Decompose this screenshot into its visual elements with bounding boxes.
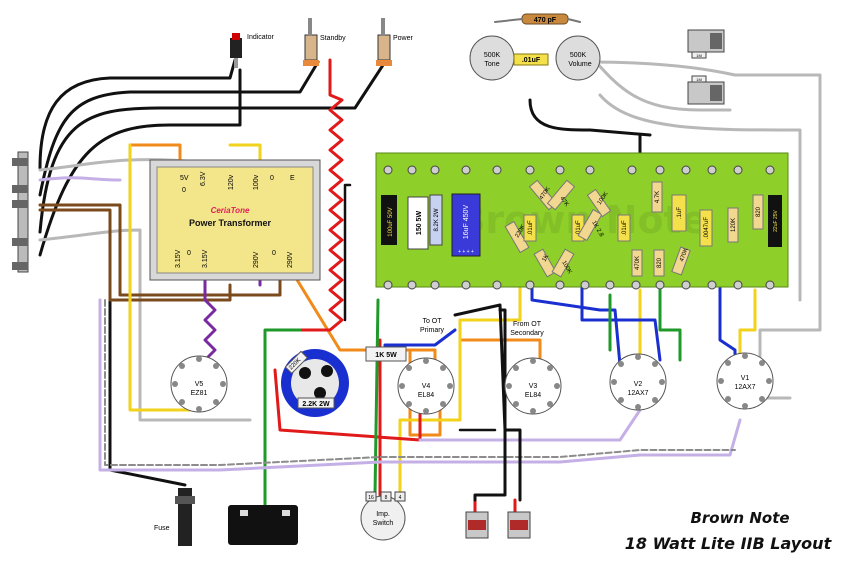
tube-v1: V1 12AX7 <box>716 352 774 410</box>
imp-label: Imp. <box>376 511 390 518</box>
panel-terminal-strip <box>12 151 29 273</box>
imp-8: 8 <box>385 495 388 501</box>
speaker-jack-1[interactable] <box>465 511 489 539</box>
eyelets-bottom <box>383 280 775 290</box>
volume-pot[interactable]: 500K Volume <box>555 35 601 81</box>
cap-01uf-b: .01uF <box>576 220 582 236</box>
cap-1uf: .1uF <box>677 207 683 219</box>
tube-v4-type: EL84 <box>418 392 434 399</box>
primary-label: Primary <box>420 327 445 334</box>
res-470k-c: 470K <box>679 247 689 262</box>
power-label: Power <box>393 35 414 42</box>
res-150-5w: 150 5W <box>416 211 423 236</box>
pt-name: Power Transformer <box>189 218 272 228</box>
cap-470pf: 470 pF <box>521 13 569 25</box>
tube-v3-name: V3 <box>529 383 538 390</box>
tone-pot-label: Tone <box>484 61 499 68</box>
cap-01uf-c: .01uF <box>622 220 628 236</box>
cap-01uf-pot: .01uF <box>513 53 549 66</box>
switch-label: Switch <box>373 520 394 527</box>
input-jack-2[interactable]: 1M <box>687 75 725 105</box>
pt-tap-290b: 290V <box>287 251 294 268</box>
tube-v3-type: EL84 <box>525 392 541 399</box>
res-120k: 120K <box>731 218 737 232</box>
res-47k: 47K <box>558 196 569 208</box>
res-8-2k-2w: 8.2K 2W <box>434 208 440 231</box>
volume-pot-label: Volume <box>568 61 591 68</box>
res-2-2k-2w: 2.2K 2W <box>302 401 330 408</box>
pt-tap-0b: 0 <box>270 175 274 182</box>
tube-v1-name: V1 <box>741 375 750 382</box>
pt-tap-0d: 0 <box>272 250 276 257</box>
power-switch[interactable] <box>376 18 392 66</box>
tone-pot-value: 500K <box>484 52 501 59</box>
volume-pot-value: 500K <box>570 52 587 59</box>
eyelets-top <box>383 165 775 175</box>
pt-tap-5v: 5V <box>180 175 189 182</box>
standby-switch[interactable] <box>303 18 319 66</box>
fuse-holder <box>175 488 195 546</box>
cap-470pf-label: 470 pF <box>534 17 557 24</box>
filter-can: 220K 2.2K 2W <box>281 349 349 417</box>
cap-16uf: 16uF 450V <box>463 205 470 240</box>
jack-2-resistor: 1M <box>696 77 702 82</box>
from-ot-label: From OT <box>513 321 542 328</box>
tube-v5-type: EZ81 <box>191 390 208 397</box>
tube-v5: V5 EZ81 <box>170 355 228 413</box>
cap-0047uf: .0047uF <box>704 217 710 239</box>
pt-tap-0a: 0 <box>182 187 186 194</box>
res-820b: 820 <box>756 206 762 217</box>
pt-tap-120v: 120v <box>228 174 235 190</box>
indicator-lamp <box>230 33 242 68</box>
tube-v4-name: V4 <box>422 383 431 390</box>
pt-tap-290a: 290V <box>253 251 260 268</box>
tube-v2: V2 12AX7 <box>609 353 667 411</box>
pt-tap-100v: 100v <box>253 174 260 190</box>
title-line1: Brown Note <box>690 509 789 527</box>
cap-100uf: 100uF 50V <box>388 207 394 236</box>
power-transformer: 5V 0 6.3V 120v 100v 0 E CeriaTone Power … <box>149 159 321 281</box>
iec-power-inlet[interactable] <box>228 505 298 545</box>
cap-01uf-a: .01uF <box>528 220 534 236</box>
cap-01uf-pot-label: .01uF <box>522 57 541 64</box>
res-1k: 1K <box>542 254 551 263</box>
imp-4: 4 <box>399 495 402 501</box>
imp-16: 16 <box>368 495 374 501</box>
secondary-label: Secondary <box>510 330 544 337</box>
fuse-label: Fuse <box>154 525 170 532</box>
tube-v4: V4 EL84 <box>397 357 455 415</box>
pt-tap-63v: 6.3V <box>200 171 207 186</box>
res-4-7k: 4.7K <box>655 191 661 203</box>
tube-v1-type: 12AX7 <box>734 384 755 391</box>
indicator-label: Indicator <box>247 34 275 41</box>
standby-label: Standby <box>320 35 346 42</box>
pt-tap-e: E <box>290 175 295 182</box>
speaker-jack-2[interactable] <box>507 511 531 539</box>
cap-22uf: 22uF 25V <box>773 209 779 231</box>
to-ot-label: To OT <box>422 318 442 325</box>
jack-1-resistor: 1M <box>696 53 702 58</box>
tone-pot[interactable]: 500K Tone <box>469 35 515 81</box>
wiring <box>38 53 822 537</box>
tube-v3: V3 EL84 <box>504 357 562 415</box>
impedance-switch[interactable]: 16 8 4 Imp. Switch <box>360 491 406 541</box>
pt-tap-315b: 3.15V <box>202 249 209 268</box>
res-1k-5w-label: 1K 5W <box>375 352 397 359</box>
tube-v5-name: V5 <box>195 381 204 388</box>
input-jack-1[interactable]: 1M <box>687 29 725 59</box>
tube-v2-type: 12AX7 <box>627 390 648 397</box>
res-820: 820 <box>657 257 663 268</box>
title-line2: 18 Watt Lite IIB Layout <box>625 534 833 553</box>
cap-16uf-polarity: + + + + <box>458 249 474 255</box>
circuit-board: Brown Note 100uF 50V 150 5W 8.2K 2W 16uF… <box>375 152 789 290</box>
res-1k-5w: 1K 5W <box>365 346 407 362</box>
pt-brand: CeriaTone <box>211 206 250 215</box>
pt-tap-0c: 0 <box>187 250 191 257</box>
pt-tap-315a: 3.15V <box>175 249 182 268</box>
tube-v2-name: V2 <box>634 381 643 388</box>
res-470k-b: 470K <box>635 256 641 270</box>
